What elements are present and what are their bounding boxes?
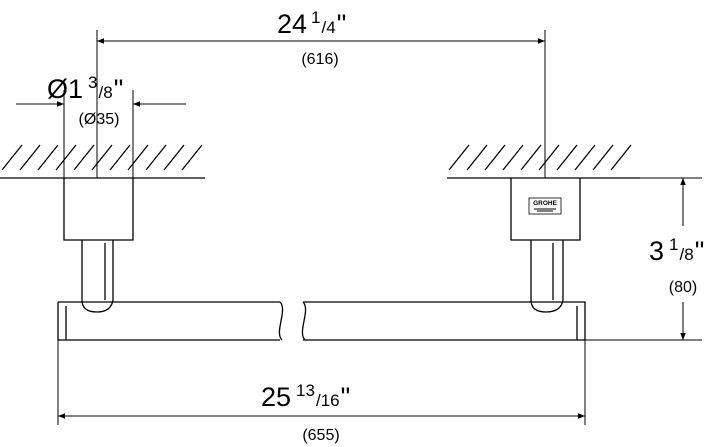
projection-metric: (80) <box>669 279 697 296</box>
bar-right-segment <box>301 301 586 341</box>
diameter-metric: (Ø35) <box>79 111 120 128</box>
wall-right-hatch <box>447 144 640 179</box>
wall-left-hatch <box>0 144 205 179</box>
mount-spacing-metric: (616) <box>301 51 338 68</box>
bar-left-segment <box>57 301 284 341</box>
left-mount <box>63 178 134 313</box>
svg-text:GROHE: GROHE <box>533 200 558 207</box>
right-mount <box>510 178 581 313</box>
overall-length-metric: (655) <box>302 427 339 444</box>
grohe-logo: GROHE <box>528 197 562 215</box>
